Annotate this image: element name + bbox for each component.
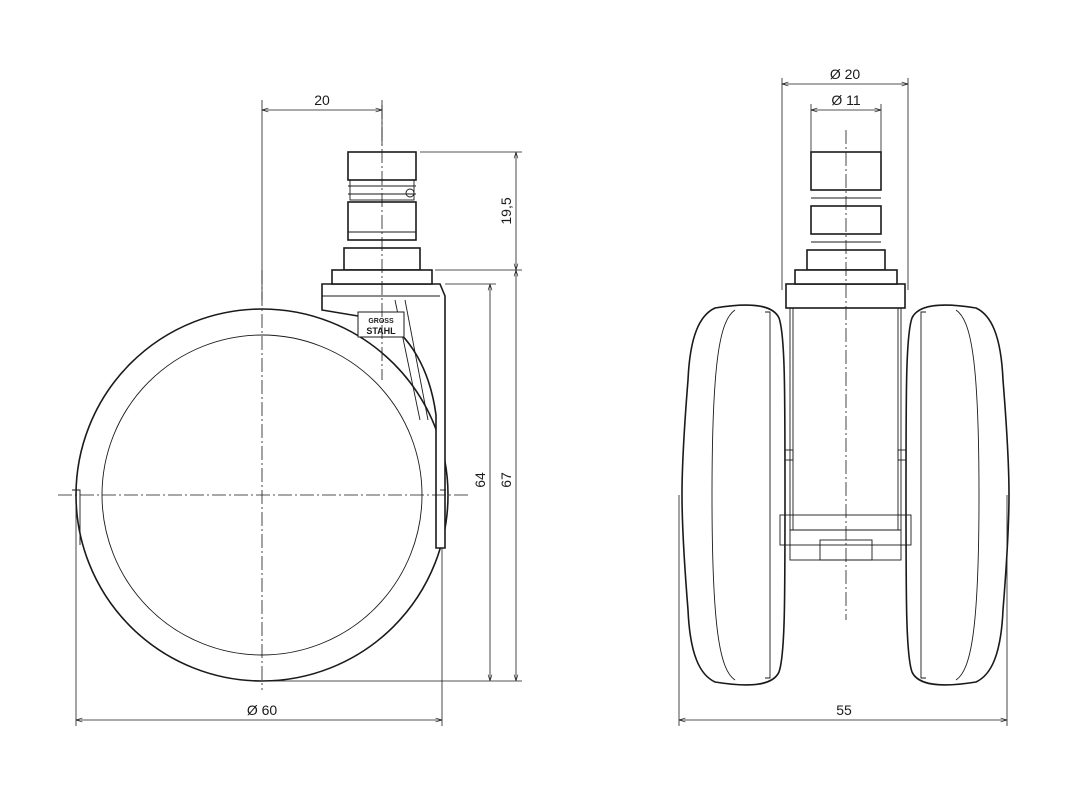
front-view: Ø 20 Ø 11 55 (678, 66, 1010, 726)
dim-stem-outer-diameter: Ø 20 (830, 66, 861, 82)
center-housing-front (785, 283, 906, 309)
dim-stem-height: 19,5 (498, 197, 514, 224)
dim-stem-inner-diameter: Ø 11 (831, 92, 861, 108)
brand-logo-line2: STAHL (366, 326, 396, 336)
right-wheel-front (905, 304, 1010, 686)
dim-total-height-67: 67 (498, 472, 514, 488)
dim-total-width: 55 (836, 702, 852, 718)
brand-logo-line1: GROSS (368, 318, 394, 325)
side-view: GROSS STAHL 20 19,5 64 (58, 92, 522, 726)
dim-wheel-height-64: 64 (472, 472, 488, 488)
dim-wheel-diameter: Ø 60 (247, 702, 278, 718)
left-wheel-front (681, 304, 786, 686)
dim-stem-offset: 20 (314, 92, 330, 108)
brand-logo-plate (357, 311, 405, 338)
